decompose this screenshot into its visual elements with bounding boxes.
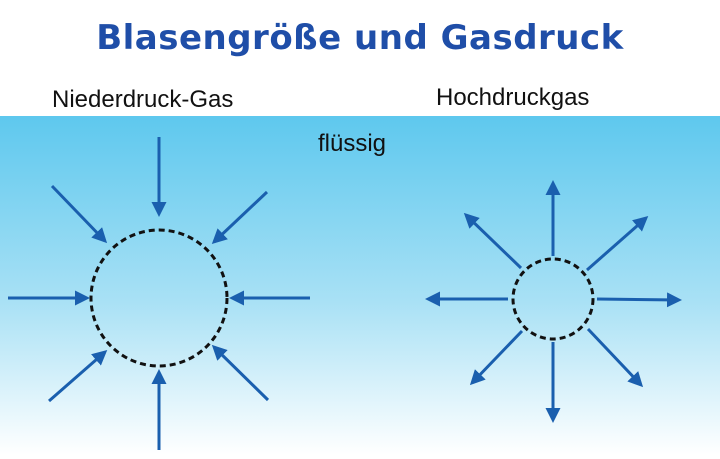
- low-pressure-label: Niederdruck-Gas: [52, 86, 234, 113]
- outward-arrow-se: [586, 327, 644, 388]
- high-pressure-label: Hochdruckgas: [436, 84, 590, 111]
- inward-arrow-nw: [50, 184, 108, 244]
- inward-arrow-se: [211, 344, 270, 402]
- inward-arrows: [8, 137, 310, 450]
- inward-arrow-sw: [48, 350, 108, 403]
- outward-arrows: [425, 180, 682, 423]
- outward-arrow-ne: [586, 216, 649, 272]
- high-pressure-bubble: [511, 257, 595, 341]
- diagram-title: Blasengröße und Gasdruck: [96, 18, 624, 58]
- inward-arrow-ne: [211, 190, 269, 245]
- outward-arrow-nw: [463, 212, 523, 270]
- outward-arrow-sw: [469, 329, 524, 386]
- liquid-label: flüssig: [318, 130, 387, 157]
- low-pressure-bubble: [89, 228, 229, 368]
- outward-arrow-e: [596, 292, 682, 308]
- liquid-area: [0, 116, 720, 455]
